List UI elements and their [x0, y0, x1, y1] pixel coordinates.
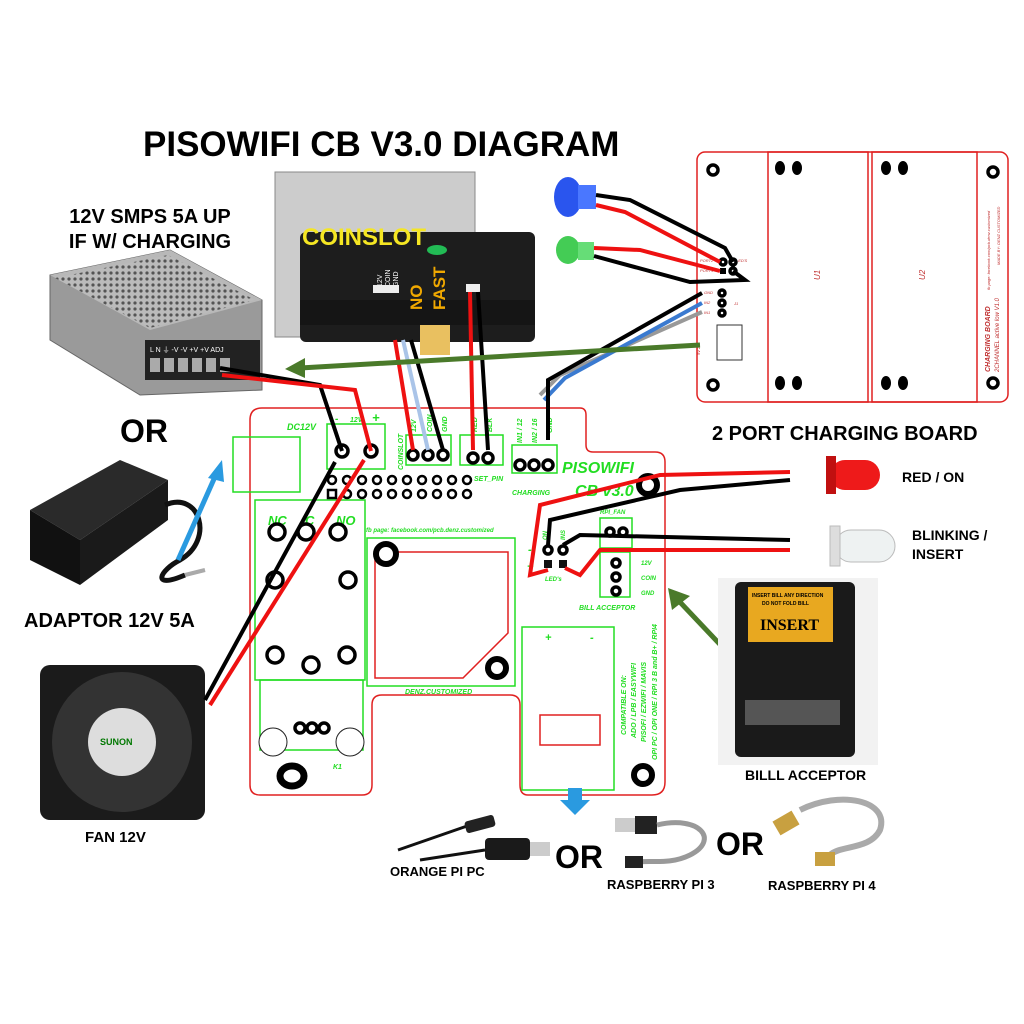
pcb-led-label: LED's — [545, 577, 562, 583]
clear-led-label-1: BLINKING / — [912, 527, 988, 543]
arrow-head-icon — [560, 800, 590, 815]
pcb-compatible-1: ADO / LPB / EASYWIFI — [631, 662, 638, 739]
red-led-label: RED / ON — [902, 469, 964, 485]
coinslot-fast-label: FAST — [430, 266, 449, 310]
coinslot-pin-gnd: GND — [393, 271, 400, 287]
or-label-3: OR — [716, 826, 764, 862]
cb-pin-gnd: GND — [704, 290, 713, 295]
coinslot-label: COINSLOT — [302, 224, 426, 251]
psu-terminal-text: L N ⏚ -V -V +V +V ADJ — [150, 346, 224, 354]
diagram-title: PISOWIFI CB V3.0 DIAGRAM — [143, 125, 619, 164]
fan-label: FAN 12V — [85, 829, 146, 846]
bill-acceptor: INSERT BILL ANY DIRECTION DO NOT FOLD BI… — [718, 578, 878, 783]
pcb-bill-label: BILL ACCEPTOR — [579, 605, 635, 612]
pcb-coinslot-gnd: GND — [442, 416, 449, 432]
charging-power-arrow — [299, 342, 701, 371]
output-arrow — [568, 788, 582, 800]
pcb-terminal-plus: + — [372, 410, 380, 425]
pcb-charging-gnd: GND — [547, 417, 554, 433]
pcb-compatible-2: PISOFI / EZWIFI / MAVIS — [641, 662, 648, 742]
rpi4-cable: RASPBERRY PI 4 — [768, 796, 885, 893]
bill-sticker-1: INSERT BILL ANY DIRECTION — [752, 593, 824, 599]
pcb-coinslot-coin: COIN — [427, 414, 434, 432]
pcb-led-minus: - — [528, 544, 532, 556]
clear-led-label-2: INSERT — [912, 546, 964, 562]
charging-board-label: 2 PORT CHARGING BOARD — [712, 423, 978, 445]
arrow-head-icon — [285, 358, 305, 378]
pcb-bill-12v: 12V — [641, 561, 653, 567]
arrow-head-icon — [668, 588, 690, 610]
rpi3-label: RASPBERRY PI 3 — [607, 877, 715, 892]
pcb-bill-gnd: GND — [641, 591, 655, 597]
cb-power-label: 5V 2A — [696, 344, 701, 355]
red-led: RED / ON — [826, 456, 964, 494]
slot-u1: U1 — [813, 270, 822, 280]
adaptor-arrow — [175, 468, 221, 562]
charging-board-made-by: MADE BY: DENZ CUSTOMIZED — [996, 206, 1001, 265]
charging-board-title: CHARGING BOARD — [985, 306, 992, 372]
orange-pi-label: ORANGE PI PC — [390, 864, 485, 879]
power-supply-label-1: 12V SMPS 5A UP — [69, 206, 231, 228]
pcb-charging-in1: IN1 / 12 — [517, 418, 524, 443]
pcb-dc12v: DC12V — [287, 422, 317, 432]
pcb-title-1: PISOWIFI — [562, 460, 635, 477]
pcb-terminal-label: 12V — [350, 417, 364, 424]
bill-acceptor-label: BILLL ACCEPTOR — [745, 767, 866, 783]
coinslot: COINSLOT 12V COIN GND NO FAST — [274, 171, 535, 355]
or-label-2: OR — [555, 839, 603, 875]
adaptor-12v: ADAPTOR 12V 5A — [24, 460, 206, 632]
pcb-charging-label: CHARGING — [512, 490, 551, 497]
orange-pi-cable: ORANGE PI PC — [390, 814, 550, 879]
pcb-led-ins: INS — [561, 530, 567, 540]
cb-pin-in1: IN1 — [704, 310, 710, 315]
arrow-head-icon — [208, 460, 224, 482]
pcb-set-pin-blk: BLK — [487, 417, 494, 432]
pcb-relay-c: C — [305, 513, 315, 528]
pcb-led-on: ON — [543, 530, 549, 540]
cb-j1-label: J1 — [733, 301, 738, 306]
pcb-coinslot-header: COINSLOT — [398, 433, 405, 470]
bill-sticker-brand: INSERT — [760, 617, 819, 634]
pcb-terminal-minus: - — [335, 414, 339, 425]
cb-pin-port2: PORT2 — [700, 258, 714, 263]
pcb-relay-label: K1 — [333, 764, 342, 771]
cb-pin-port1: PORT1 — [700, 268, 713, 273]
charging-board-subtitle: 2CHANNEL active low V1.0 — [995, 297, 1001, 373]
cb-pin-in2: IN2 — [704, 300, 711, 305]
coinslot-pin-12v: 12V — [377, 274, 384, 287]
adaptor-label: ADAPTOR 12V 5A — [24, 610, 195, 632]
charging-board: U1 U2 CHARGING BOARD 2CHANNEL active low… — [696, 151, 1009, 445]
rpi4-label: RASPBERRY PI 4 — [768, 878, 876, 893]
or-label-1: OR — [120, 413, 168, 449]
pcb-set-pin-label: SET_PIN — [474, 476, 504, 483]
pcb-fb-page: fb page: facebook.com/pcb.denz.customize… — [366, 528, 494, 534]
bill-sticker-2: DO NOT FOLD BILL — [762, 601, 809, 607]
coinslot-pin-coin: COIN — [385, 270, 392, 288]
pcb-bill-coin: COIN — [641, 576, 657, 582]
power-supply-label-2: IF W/ CHARGING — [69, 231, 231, 253]
pisowifi-pcb: DC12V - 12V + COINSLOT 12V COIN GND RED … — [232, 407, 666, 796]
pcb-set-pin-red: RED — [472, 417, 479, 432]
pcb-charging-in2: IN2 / 16 — [532, 418, 539, 443]
pcb-compatible-3: OPI PC / OPI ONE / RPI 3 B and B+ / RPI4 — [652, 624, 659, 760]
pcb-compatible-title: COMPATIBLE ON: — [621, 675, 628, 735]
charging-board-fb: fb page: facebook.com/pcb.denz.customize… — [986, 210, 991, 290]
rpi3-cable: RASPBERRY PI 3 — [607, 816, 715, 892]
coinslot-no-label: NO — [407, 285, 426, 311]
pcb-buck-plus: + — [545, 632, 552, 644]
wires — [203, 193, 791, 707]
fan-brand: SUNON — [100, 737, 133, 747]
pcb-denz: DENZ.CUSTOMIZED — [405, 689, 472, 696]
charging-leds — [554, 177, 596, 264]
pcb-coinslot-12v: 12V — [411, 418, 418, 432]
fan-12v: SUNON FAN 12V — [40, 665, 205, 846]
power-supply: 12V SMPS 5A UP IF W/ CHARGING L N ⏚ -V -… — [49, 206, 263, 396]
cb-led-label: LED'S — [736, 258, 748, 263]
pcb-buck-minus: - — [590, 632, 594, 644]
pcb-rpi-fan: RPI_FAN — [600, 510, 626, 516]
clear-led: BLINKING / INSERT — [829, 525, 988, 567]
slot-u2: U2 — [918, 269, 927, 280]
